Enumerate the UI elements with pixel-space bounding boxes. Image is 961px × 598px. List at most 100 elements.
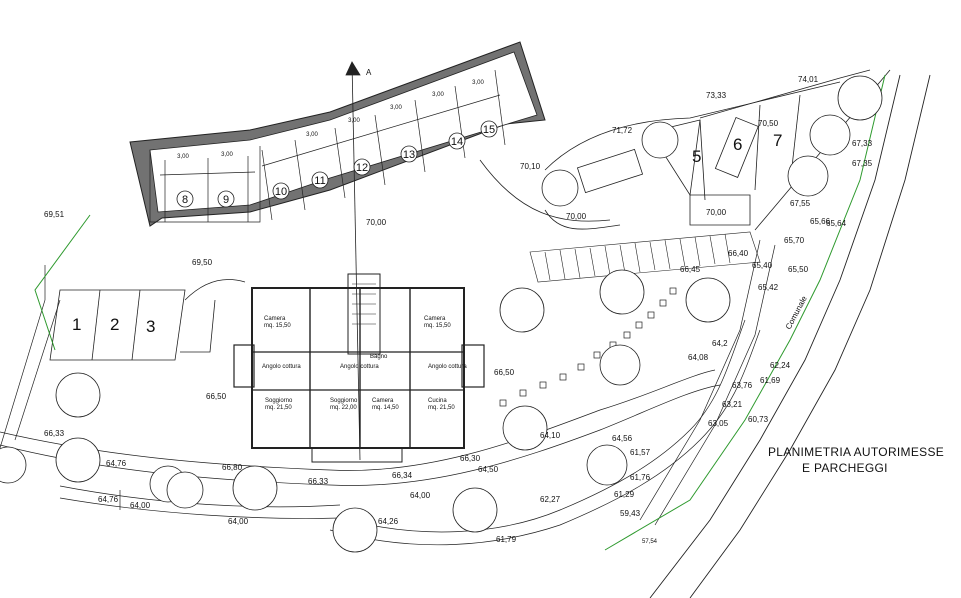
room-name: Bagno xyxy=(370,354,388,360)
parking-num-3: 3 xyxy=(146,317,155,336)
elev-label: 67,35 xyxy=(852,159,873,168)
drawing-title: PLANIMETRIA AUTORIMESSE E PARCHEGGI xyxy=(768,444,944,476)
elev-label: 64,00 xyxy=(410,491,431,500)
elev-label: 63,76 xyxy=(732,381,753,390)
elev-label: 65,40 xyxy=(752,261,773,270)
garage-num-12: 12 xyxy=(356,162,368,174)
section-line xyxy=(345,61,361,461)
elev-label: 66,45 xyxy=(680,265,701,274)
elev-label: 64,00 xyxy=(228,517,249,526)
elev-label: 65,42 xyxy=(758,283,779,292)
ramp xyxy=(529,231,761,283)
elev-label: 65,64 xyxy=(826,219,847,228)
elev-label: 73,33 xyxy=(706,91,727,100)
room-name: Camera xyxy=(264,316,286,322)
garage-num-9: 9 xyxy=(223,194,229,206)
room-area: mq. 15,50 xyxy=(264,323,291,329)
elev-label: 64,56 xyxy=(612,434,633,443)
elev-label: 66,33 xyxy=(308,477,329,486)
elev-label: 66,33 xyxy=(44,429,65,438)
garage-width-label: 3,00 xyxy=(306,132,318,138)
elev-label: 66,40 xyxy=(728,249,749,258)
parking-num-1: 1 xyxy=(72,315,81,334)
parking-num-2: 2 xyxy=(110,315,119,334)
elev-label: 60,73 xyxy=(748,415,769,424)
garage-block xyxy=(149,69,506,223)
garage-width-label: 3,00 xyxy=(348,118,360,124)
elev-label: 64,50 xyxy=(478,465,499,474)
elev-label: 70,10 xyxy=(520,162,541,171)
parking-bays-upper xyxy=(576,94,801,201)
elev-label: 69,50 xyxy=(192,258,213,267)
parking-num-7: 7 xyxy=(773,131,782,150)
garage-num-11: 11 xyxy=(314,175,325,187)
garage-width-label: 3,00 xyxy=(177,154,189,160)
elev-label: 64,00 xyxy=(130,501,151,510)
room-area: mq. 21,50 xyxy=(428,405,455,411)
elev-label: 66,50 xyxy=(494,368,515,377)
garage-width-label: 3,00 xyxy=(221,152,233,158)
elev-label: 70,50 xyxy=(758,119,779,128)
elev-label: 57,54 xyxy=(642,539,658,545)
elev-label: 65,50 xyxy=(788,265,809,274)
garage-num-15: 15 xyxy=(483,124,495,136)
parking-num-5: 5 xyxy=(692,147,701,166)
elev-label: 64,10 xyxy=(540,431,561,440)
garden-paths xyxy=(0,239,776,546)
elev-label: 62,24 xyxy=(770,361,791,370)
title-line-2: E PARCHEGGI xyxy=(802,461,888,475)
room-area: mq. 15,50 xyxy=(424,323,451,329)
trees xyxy=(0,75,883,553)
title-line-1: PLANIMETRIA AUTORIMESSE xyxy=(768,445,945,459)
site-boundary xyxy=(34,74,886,551)
section-mark: A xyxy=(366,68,372,77)
elev-label: 67,33 xyxy=(852,139,873,148)
elev-label: 74,01 xyxy=(798,75,819,84)
elev-label: 65,66 xyxy=(810,217,831,226)
road-label: Comunale xyxy=(784,294,809,331)
stepping-path xyxy=(499,287,677,407)
elev-label: 70,00 xyxy=(566,212,587,221)
room-name: Soggiorno xyxy=(265,398,293,404)
parking-num-6: 6 xyxy=(733,135,742,154)
room-name: Cucina xyxy=(428,398,447,404)
elev-label: 70,00 xyxy=(706,208,727,217)
room-name: Soggiorno xyxy=(330,398,358,404)
elev-label: 61,76 xyxy=(630,473,651,482)
elev-label: 62,27 xyxy=(540,495,561,504)
garage-num-13: 13 xyxy=(403,149,415,161)
elev-label: 65,70 xyxy=(784,236,805,245)
room-name: Camera xyxy=(372,398,394,404)
room-name: Angolo cottura xyxy=(340,364,379,370)
room-name: Angolo cottura xyxy=(428,364,467,370)
garage-numbers xyxy=(176,120,498,208)
garage-num-8: 8 xyxy=(182,194,188,206)
elev-label: 61,79 xyxy=(496,535,517,544)
elev-label: 63,21 xyxy=(722,400,743,409)
elev-label: 66,80 xyxy=(222,463,243,472)
elev-label: 64,2 xyxy=(712,339,728,348)
elev-label: 64,76 xyxy=(98,495,119,504)
room-area: mq. 14,50 xyxy=(372,405,399,411)
elev-label: 66,34 xyxy=(392,471,413,480)
elev-label: 70,00 xyxy=(366,218,387,227)
elev-label: 61,57 xyxy=(630,448,651,457)
room-name: Angolo cottura xyxy=(262,364,301,370)
elev-label: 66,30 xyxy=(460,454,481,463)
garage-width-label: 3,00 xyxy=(390,105,402,111)
room-area: mq. 21,50 xyxy=(265,405,292,411)
building-floorplan xyxy=(233,273,485,463)
garage-width-label: 3,00 xyxy=(472,80,484,86)
elev-label: 64,76 xyxy=(106,459,127,468)
elevation-labels: 69,51 69,50 66,50 66,33 64,76 64,76 64,0… xyxy=(44,75,873,545)
room-name: Camera xyxy=(424,316,446,322)
road-edge xyxy=(649,74,931,598)
elev-label: 61,69 xyxy=(760,376,781,385)
elev-label: 66,50 xyxy=(206,392,227,401)
elev-label: 63,05 xyxy=(708,419,729,428)
room-area: mq. 22,00 xyxy=(330,405,357,411)
parking-bays-lower xyxy=(49,279,246,361)
elev-label: 69,51 xyxy=(44,210,65,219)
elev-label: 59,43 xyxy=(620,509,641,518)
